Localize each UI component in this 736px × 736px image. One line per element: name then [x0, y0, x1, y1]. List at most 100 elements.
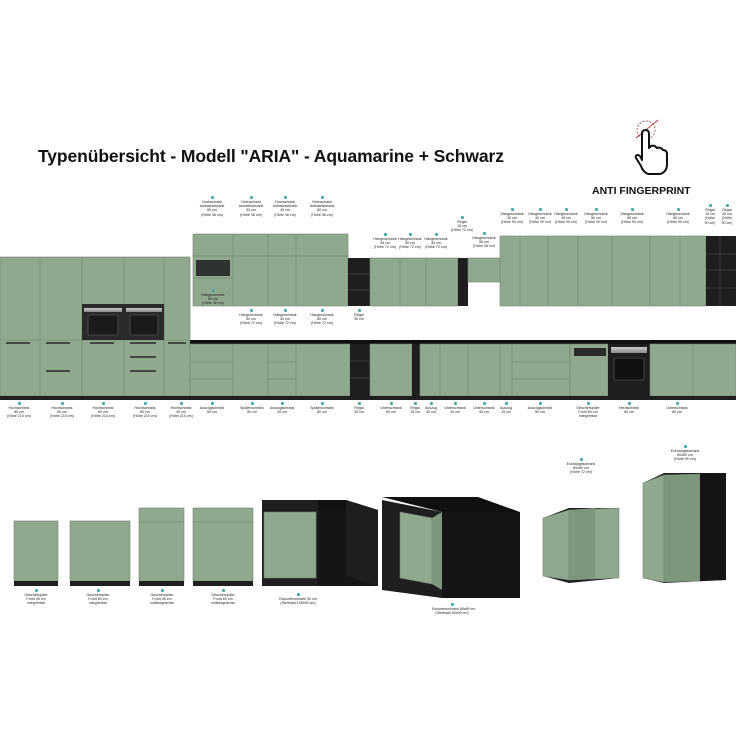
cabinet-label-line: Hängeschrank [201, 293, 225, 297]
label-marker-icon [283, 196, 287, 199]
cabinet-label-line: 50 cm [247, 410, 257, 415]
cabinet-label-line: Hochschrank [134, 406, 156, 410]
cabinet-label-line: Hängeschrank [310, 313, 334, 317]
cabinet-label-line: 80 cm [672, 410, 682, 415]
cabinet-label-line: 60 cm [57, 410, 67, 415]
label-marker-icon [210, 196, 214, 199]
cabinet-label-line: 30 cm [354, 317, 364, 322]
cabinet-label-line: 60 cm [386, 410, 396, 415]
cabinet-label-line: 60x60 cm [677, 453, 693, 458]
label-marker-icon [357, 309, 361, 312]
cabinet-label-line: 50 cm [246, 208, 256, 213]
cabinet-label-line: Hängeschrank [472, 236, 496, 240]
cabinet-label-line: Hängeschrank [273, 313, 297, 317]
cabinet-label-line: Hängeschrank [528, 212, 552, 216]
label-marker-icon [586, 402, 590, 405]
corner-wall-cabinet-90 [642, 473, 726, 583]
corner-base-cabinet-90 [262, 500, 378, 586]
cabinet-label-line: Unterschrank [473, 406, 495, 410]
label-marker-icon [594, 208, 598, 211]
cabinet-label-line: 40 cm [176, 410, 186, 415]
cabinet-label-line: Aufsatzschrank [199, 204, 225, 209]
corner-wall-cabinet-72 [542, 507, 620, 583]
cabinet-label-line: (Höhe 90 cm) [529, 220, 551, 225]
cabinet-label-line: Hängeschrank [424, 237, 448, 241]
cabinet-label-line: (Höhe 72 cm) [240, 321, 262, 326]
cabinet-label-line: 80 cm [317, 317, 327, 322]
label-marker-icon [579, 458, 583, 461]
cabinet-label-line: (Höhe 90 cm) [667, 220, 689, 225]
cabinet-label-line: Regal [705, 208, 715, 212]
cabinet-label-line: 60 cm [624, 410, 634, 415]
cabinet-label-line: Unterschrank [444, 406, 466, 410]
label-marker-icon [283, 309, 287, 312]
cabinet-label-line: Geschirrspüler [86, 593, 110, 597]
label-marker-icon [17, 402, 21, 405]
cabinet-label-line: 80 cm [535, 410, 545, 415]
cabinet-label-line: (Höhe 210 cm) [50, 414, 74, 419]
cabinet-label-line: Hängeschrank [373, 237, 397, 241]
cabinet-label-line: Geschirrspüler [211, 593, 235, 597]
cabinet-label-line: Hochschrank [92, 406, 114, 410]
dishwasher-full-60 [192, 507, 254, 586]
cabinet-label-line: 80 cm [317, 208, 327, 213]
cabinet-label-line: (Höhe 36 cm) [274, 212, 296, 217]
cabinet-label-line: 30 cm [507, 216, 517, 221]
label-marker-icon [249, 309, 253, 312]
cabinet-label-line: 90 cm) [721, 220, 733, 225]
dishwasher-front-60 [69, 520, 131, 586]
cabinet-label-line: (Höhe 36 cm) [311, 212, 333, 217]
cabinet-label-line: Hängeschrank [239, 313, 263, 317]
cabinet-label-line: (Höhe 90 cm) [501, 220, 523, 225]
cabinet-label-line: 50 cm [405, 241, 415, 246]
cabinet-label-line: Auszugschrank [199, 406, 225, 410]
cabinet-label-line: Regal [410, 406, 420, 410]
cabinet-label-line: (Höhe 90 cm) [621, 220, 643, 225]
cabinet-label-line: Auszug [500, 406, 512, 410]
label-marker-icon [630, 208, 634, 211]
cabinet-label-line: 15 cm [410, 410, 420, 415]
cabinet-label-line: Auszugschrank [527, 406, 553, 410]
label-marker-icon [60, 402, 64, 405]
label-marker-icon [482, 232, 486, 235]
cabinet-label-line: 30 cm [354, 410, 364, 415]
cabinet-label-line: 40 cm [280, 208, 290, 213]
cabinet-label-line: 50 cm [479, 240, 489, 245]
cabinet-label-line: Spülenschrank [240, 406, 264, 410]
cabinet-label-line: Regal [722, 208, 732, 212]
cabinet-label-line: (Höhe 72 cm) [451, 228, 473, 233]
cabinet-label-line: vollintegrierbar [150, 601, 174, 606]
cabinet-label-line: Herdschrank [618, 406, 640, 410]
label-marker-icon [676, 208, 680, 211]
cabinet-label-line: (Höhe [705, 216, 715, 221]
cabinet-label-line: 50 cm [246, 317, 256, 322]
label-marker-icon [429, 402, 433, 405]
wall-cabinet-row [192, 233, 736, 307]
cabinet-label-line: 50 cm [479, 410, 489, 415]
label-marker-icon [510, 208, 514, 211]
label-marker-icon [434, 233, 438, 236]
cabinet-label-line: 60 cm [207, 410, 217, 415]
cabinet-label-line: Unterschrank [666, 406, 688, 410]
